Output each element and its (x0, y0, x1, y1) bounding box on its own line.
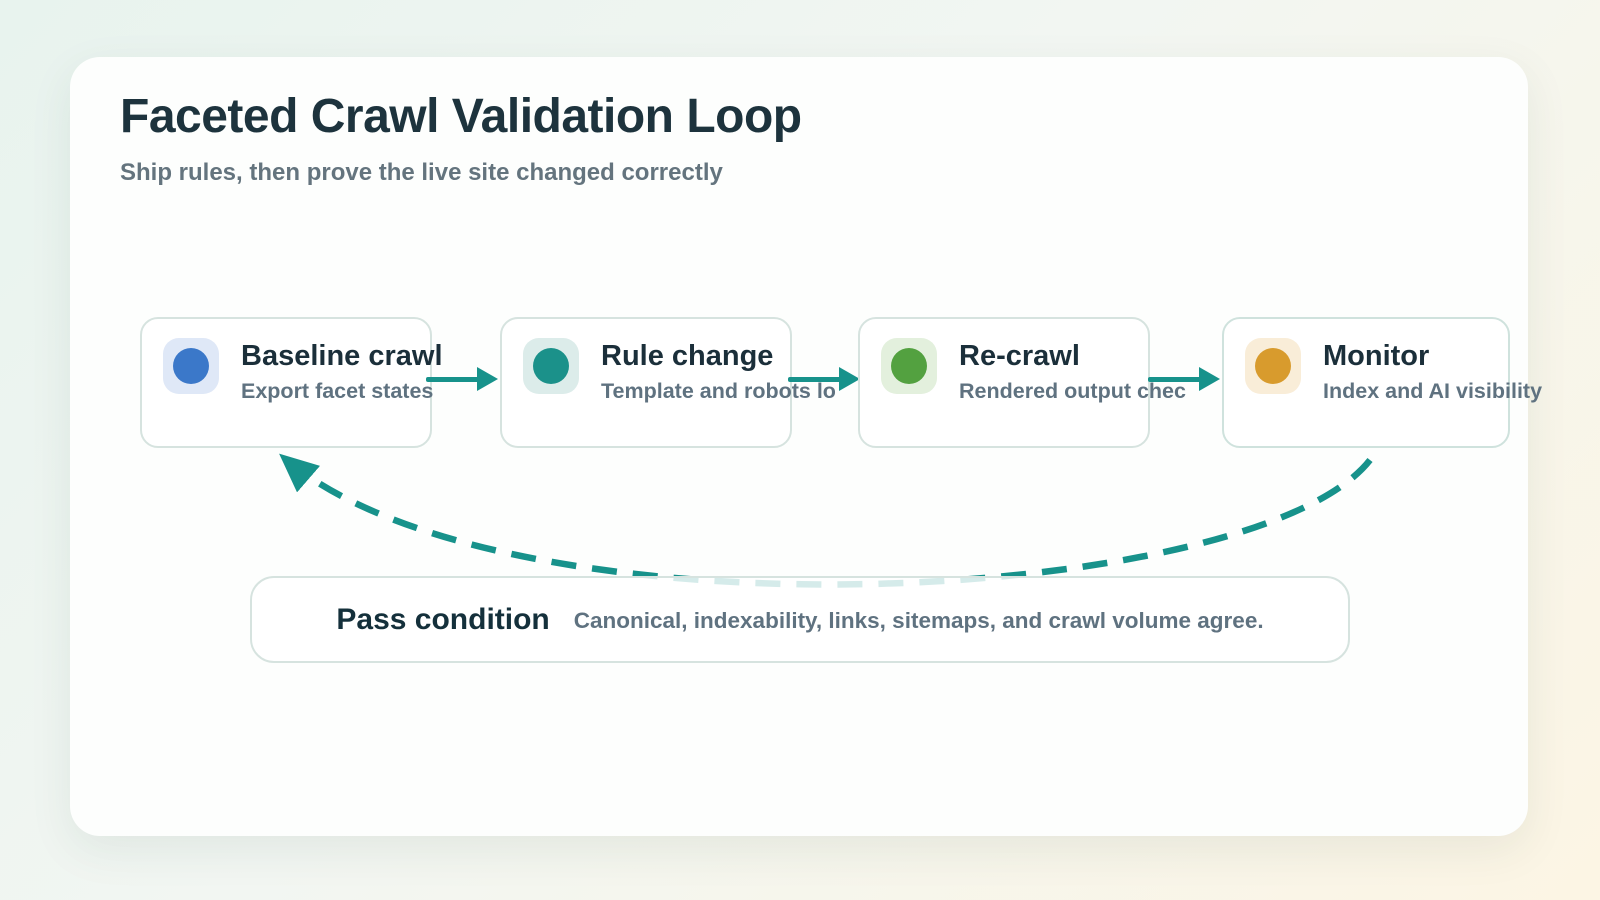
stage-subtitle: Rendered output chec (959, 379, 1186, 404)
flow-arrow (426, 366, 498, 392)
stage-text: Baseline crawl Export facet states (241, 338, 443, 406)
stage-re-crawl: Re-crawl Rendered output chec (858, 317, 1186, 448)
stage-subtitle: Export facet states (241, 379, 434, 404)
arrow-head-icon (1199, 367, 1220, 391)
flow-arrow (1148, 366, 1220, 392)
arrow-shaft (426, 377, 480, 382)
stage-title: Re-crawl (959, 340, 1080, 372)
blue-dot-icon (173, 348, 209, 384)
flow-arrow (788, 366, 860, 392)
stage-subtitle: Template and robots lo (601, 379, 836, 404)
stage-text: Rule change Template and robots lo (601, 338, 836, 406)
stage-icon-tile (1245, 338, 1301, 394)
stage-monitor: Monitor Index and AI visibility (1222, 317, 1542, 448)
page-subtitle: Ship rules, then prove the live site cha… (120, 159, 723, 186)
stage-icon-tile (163, 338, 219, 394)
green-dot-icon (891, 348, 927, 384)
stage-title: Rule change (601, 340, 774, 372)
pass-condition-description: Canonical, indexability, links, sitemaps… (573, 608, 1264, 633)
arrow-head-icon (477, 367, 498, 391)
arrow-head-icon (839, 367, 860, 391)
pass-condition-label: Pass condition (336, 602, 550, 636)
arrow-shaft (788, 377, 842, 382)
diagram-card: Faceted Crawl Validation Loop Ship rules… (70, 57, 1542, 836)
stage-subtitle: Index and AI visibility (1323, 379, 1543, 404)
amber-dot-icon (1255, 348, 1291, 384)
teal-dot-icon (533, 348, 569, 384)
stage-title: Baseline crawl (241, 340, 443, 372)
stage-icon-tile (523, 338, 579, 394)
stage-text: Re-crawl Rendered output chec (959, 338, 1186, 406)
stage-title: Monitor (1323, 340, 1430, 372)
stage-baseline-crawl: Baseline crawl Export facet states (140, 317, 443, 448)
stage-rule-change: Rule change Template and robots lo (500, 317, 836, 448)
pass-condition-card: Pass condition Canonical, indexability, … (250, 576, 1350, 663)
page-title: Faceted Crawl Validation Loop (120, 90, 802, 143)
stage-icon-tile (881, 338, 937, 394)
arrow-shaft (1148, 377, 1202, 382)
stage-text: Monitor Index and AI visibility (1323, 338, 1542, 406)
